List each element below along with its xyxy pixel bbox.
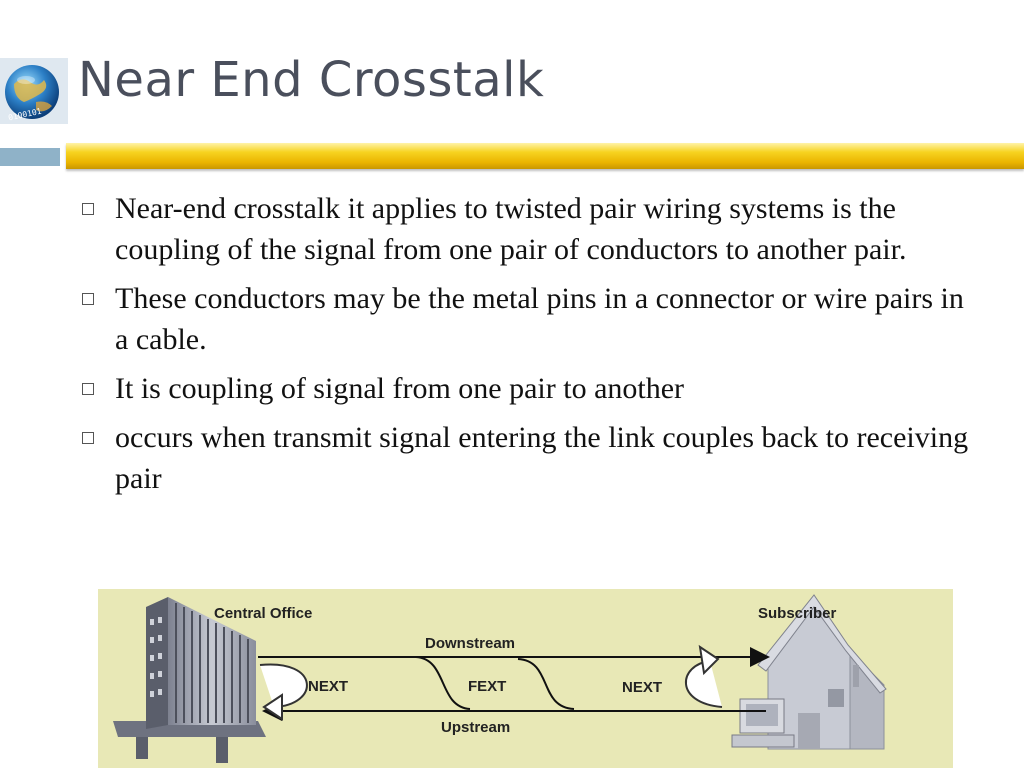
crosstalk-diagram: Central Office Subscriber Downstream Ups… bbox=[98, 589, 953, 768]
page-title: Near End Crosstalk bbox=[78, 52, 545, 108]
bullet-text: It is coupling of signal from one pair t… bbox=[115, 372, 685, 405]
bullet-item: occurs when transmit signal entering the… bbox=[80, 417, 980, 499]
accent-bar bbox=[66, 143, 1024, 169]
next-left-label: NEXT bbox=[308, 678, 348, 695]
bullet-item: It is coupling of signal from one pair t… bbox=[80, 368, 980, 409]
bullet-box-icon bbox=[82, 203, 94, 215]
globe-icon: 0100101 bbox=[0, 58, 68, 124]
building-icon bbox=[113, 597, 266, 763]
upstream-label: Upstream bbox=[441, 719, 510, 736]
bullet-item: These conductors may be the metal pins i… bbox=[80, 278, 980, 360]
central-office-label: Central Office bbox=[214, 605, 312, 622]
bullet-box-icon bbox=[82, 432, 94, 444]
accent-block bbox=[0, 148, 60, 166]
crosstalk-diagram-svg: Central Office Subscriber Downstream Ups… bbox=[113, 594, 887, 763]
subscriber-label: Subscriber bbox=[758, 605, 837, 622]
bullet-text: occurs when transmit signal entering the… bbox=[115, 421, 969, 495]
bullet-box-icon bbox=[82, 293, 94, 305]
bullet-box-icon bbox=[82, 383, 94, 395]
house-icon bbox=[731, 594, 887, 750]
logo: 0100101 bbox=[0, 58, 68, 124]
bullet-text: These conductors may be the metal pins i… bbox=[115, 282, 964, 356]
next-right-label: NEXT bbox=[622, 679, 662, 696]
fext-curve bbox=[415, 656, 471, 710]
next-left-arrow bbox=[259, 663, 308, 721]
bullet-item: Near-end crosstalk it applies to twisted… bbox=[80, 188, 980, 270]
bullet-list: Near-end crosstalk it applies to twisted… bbox=[80, 188, 980, 507]
bullet-text: Near-end crosstalk it applies to twisted… bbox=[115, 192, 907, 266]
next-right-arrow bbox=[684, 644, 723, 708]
fext-curve bbox=[517, 658, 575, 710]
downstream-label: Downstream bbox=[425, 635, 515, 652]
fext-label: FEXT bbox=[468, 678, 506, 695]
